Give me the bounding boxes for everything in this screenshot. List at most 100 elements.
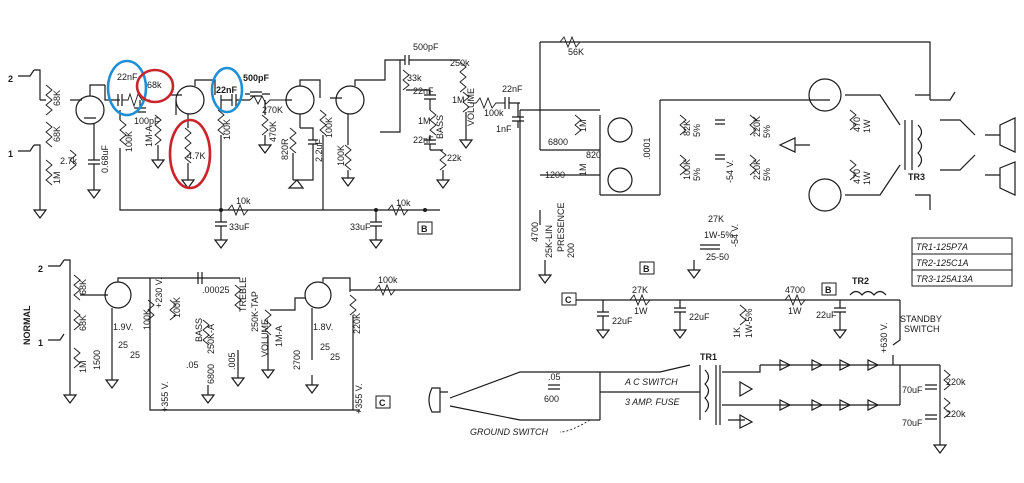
res-22k-label: 22k xyxy=(447,153,462,163)
cap-22nf-1-label: 22nF xyxy=(117,72,138,82)
res-100k-1-label: 100K xyxy=(124,131,134,152)
n-cap-00025 xyxy=(150,272,240,284)
n-res-68k-a xyxy=(73,274,81,301)
res-4-7k xyxy=(184,127,192,164)
node-b2-box xyxy=(821,282,837,296)
res-10k-1 xyxy=(227,203,249,217)
n-res-68k-b xyxy=(73,309,81,331)
transformer-table-box xyxy=(911,237,1013,287)
pot-1m-vol xyxy=(462,91,470,113)
cap-22uf-b-label: 22uF xyxy=(689,312,710,322)
nfb-wire xyxy=(539,41,931,110)
res-4700-2 xyxy=(784,293,806,307)
n-res-220k-label: 220K xyxy=(352,313,362,334)
cap-22nf-a xyxy=(406,89,436,110)
n-pot-vol-val: 1M-A xyxy=(274,325,284,347)
bright-third-stage: 820R 2.2uF 100K 100K xyxy=(280,59,401,210)
cap-22nf-c-label: 22nF xyxy=(502,84,523,94)
res-27k-2-label: 27K xyxy=(632,285,648,295)
res-270k-label: 270K xyxy=(262,105,283,115)
res-10k-1-label: 10k xyxy=(236,196,251,206)
b-plus-supply: B C 27K 1W 22uF 22uF 1K 1W-5% 4700 1W B … xyxy=(561,261,942,365)
cap-33uf-2 xyxy=(368,210,384,249)
tube-v2a-pins xyxy=(285,79,321,128)
choke-tr2 xyxy=(849,290,887,296)
node-b1-label: B xyxy=(643,264,650,274)
cap-100pf-label: 100pF xyxy=(134,116,160,126)
transformer-row-1: TR1-125P7A xyxy=(916,242,968,252)
res-220k-a-label: 220k xyxy=(946,377,966,387)
res-1200-label: 1200 xyxy=(545,170,565,180)
cap-1nf-label: 1nF xyxy=(496,124,512,134)
blue-circle-22nf-1 xyxy=(106,59,148,117)
cap-25-50-label: 25-50 xyxy=(706,252,729,262)
b-plus-rail xyxy=(119,110,440,211)
cap-22nf-b-label: 22nF xyxy=(413,135,434,145)
res-10k-2-label: 10k xyxy=(396,198,411,208)
presence-label: PRESENCE xyxy=(556,202,566,252)
node-b-label: B xyxy=(421,224,428,234)
res-200-label: 200 xyxy=(566,243,576,258)
n-c-25-d: 25 xyxy=(330,352,340,362)
cap-22uf-c-label: 22uF xyxy=(816,310,837,320)
n-res-1500-label: 1500 xyxy=(92,350,102,370)
bright-channel-inputs: 2 1 68K 68K 1M xyxy=(8,69,62,219)
n-v-355-label: +355 V. xyxy=(160,382,170,412)
res-100k-4-label: 100K xyxy=(336,145,346,166)
node-c1-box xyxy=(561,292,577,306)
input-wires xyxy=(34,69,46,200)
res-820r xyxy=(289,127,297,154)
bright-first-stage: 2.7k 0.68uF 22nF 68k 100pF 100K xyxy=(60,72,440,211)
tone-stack: 500pF 250k 33k 22nF 1M BASS 22nF 22k 1M … xyxy=(400,42,524,189)
res-100k-pi-w: 5% xyxy=(692,168,702,181)
v-neg54-label: -54 V. xyxy=(725,160,735,183)
res-4700-label: 4700 xyxy=(530,222,540,242)
ground-2 xyxy=(86,124,102,199)
res-100k-3 xyxy=(319,109,327,136)
cap-25-50 xyxy=(700,244,720,250)
res-1m-pi xyxy=(574,114,582,136)
cap-22nf-a-label: 22nF xyxy=(413,86,434,96)
res-10k-2 xyxy=(387,203,425,217)
ground-switch-leader xyxy=(559,419,591,433)
res-100k-3-label: 100K xyxy=(324,117,334,138)
cap-33uf-2-label: 33uF xyxy=(350,222,371,232)
res-68k-a xyxy=(45,84,53,116)
n-pot-treble xyxy=(234,284,242,311)
res-33k-label: 33k xyxy=(407,73,422,83)
n-node-c-label: C xyxy=(379,398,386,408)
bright-filter-rail: 10k 33uF 33uF 10k B xyxy=(213,196,433,249)
power-amp: 56K 6800 1M 820 1200 1M .0001 82K 5% 100… xyxy=(520,35,1016,284)
n-res-6800-label: 6800 xyxy=(206,364,216,384)
cap-2-2uf-label: 2.2uF xyxy=(314,138,324,162)
n-tube-2-pins xyxy=(270,277,351,360)
pot-1m-vol-label: 1M xyxy=(452,95,465,105)
tube-pi-b xyxy=(607,167,633,193)
switch-label: SWITCH xyxy=(904,324,940,334)
pot-1m-a-label: 1M-A xyxy=(144,125,154,147)
res-270k xyxy=(249,94,285,106)
res-27k-w: 1W-5% xyxy=(704,230,733,240)
res-33k xyxy=(402,69,410,91)
cap-22uf-a-label: 22uF xyxy=(612,316,633,326)
res-100k-pi-label: 100K xyxy=(682,159,692,180)
pot-1m-bass-label: 1M xyxy=(418,116,431,126)
bass-label: BASS xyxy=(435,115,445,139)
res-82k-label: 82K xyxy=(682,120,692,136)
pot-1m-bass xyxy=(429,109,437,136)
res-100k-2 xyxy=(217,109,225,136)
tube-power-b xyxy=(808,178,842,212)
tr3-coil xyxy=(917,124,923,168)
res-25k-label: 25K-LIN xyxy=(544,225,554,258)
tube-v2b-pins xyxy=(330,59,401,133)
cap-33uf-1-label: 33uF xyxy=(229,222,250,232)
res-470-b-label: 470 xyxy=(852,169,862,184)
n-v-1-9-label: 1.9V. xyxy=(113,322,133,332)
n-c-25-c: 25 xyxy=(320,342,330,352)
res-470-a-label: 470 xyxy=(852,117,862,132)
res-2-7k-label: 2.7k xyxy=(60,156,78,166)
n-pot-bass xyxy=(202,319,210,346)
cap-70uf-a-label: 70uF xyxy=(902,385,923,395)
res-68k-b xyxy=(45,121,53,148)
n-v-230-label: +230 V. xyxy=(154,278,164,308)
